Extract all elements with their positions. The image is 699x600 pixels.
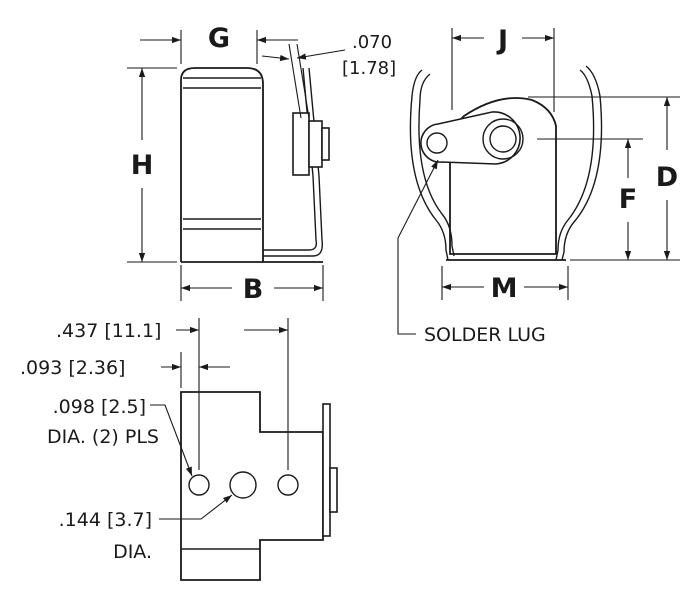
dimension-m: M bbox=[441, 266, 569, 304]
label-j: J bbox=[496, 25, 508, 56]
hole-098-qty-text: DIA. (2) PLS bbox=[47, 426, 159, 448]
solder-lug-label: SOLDER LUG bbox=[424, 324, 546, 346]
hole-098-text: .098 [2.5] bbox=[53, 396, 146, 418]
dimension-h: H bbox=[127, 67, 177, 263]
label-h: H bbox=[131, 150, 154, 181]
label-d: D bbox=[656, 162, 678, 193]
spacing-437-text: .437 [11.1] bbox=[56, 320, 161, 342]
hole-098-callout: .098 [2.5] DIA. (2) PLS bbox=[47, 396, 193, 477]
thickness-inch-text: .070 bbox=[352, 32, 392, 53]
dimension-thickness: .070 [1.78] bbox=[261, 32, 396, 119]
dimension-093: .093 [2.36] bbox=[20, 352, 230, 388]
dimension-j: J bbox=[451, 25, 555, 112]
dimension-437: .437 [11.1] bbox=[56, 318, 289, 470]
hole-144-callout: .144 [3.7] DIA. bbox=[59, 494, 233, 563]
rear-view bbox=[180, 391, 338, 581]
dimension-g: G bbox=[140, 23, 298, 64]
label-m: M bbox=[491, 273, 518, 304]
hole-144-text: .144 [3.7] bbox=[59, 509, 152, 531]
spacing-093-text: .093 [2.36] bbox=[20, 357, 125, 379]
label-b: B bbox=[243, 274, 264, 305]
hole-144-dia-text: DIA. bbox=[113, 541, 152, 563]
label-f: F bbox=[619, 184, 637, 215]
dimension-b: B bbox=[180, 265, 324, 305]
dimension-f: F bbox=[537, 138, 643, 260]
front-view bbox=[409, 65, 603, 261]
dimension-d: D bbox=[528, 96, 680, 261]
side-view bbox=[180, 67, 330, 263]
solder-lug-callout: SOLDER LUG bbox=[397, 159, 546, 346]
thickness-mm-text: [1.78] bbox=[342, 58, 396, 79]
label-g: G bbox=[208, 23, 230, 54]
